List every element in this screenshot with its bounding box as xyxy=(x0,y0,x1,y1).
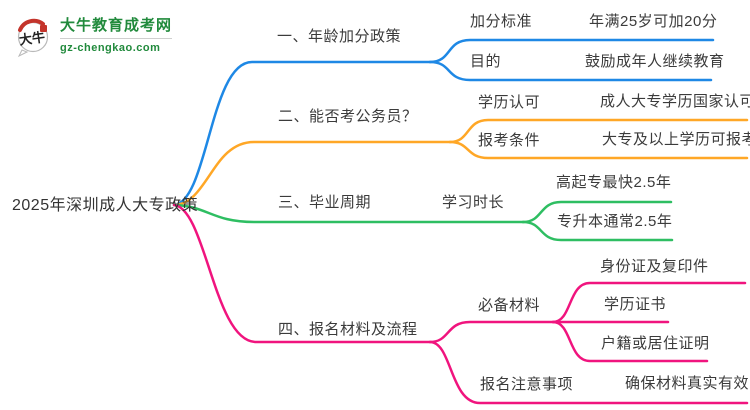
branch1-row2-line xyxy=(428,60,713,82)
branch1-sub1-label: 加分标准 xyxy=(470,13,533,30)
branch3-sub1-leaf1: 高起专最快2.5年 xyxy=(556,174,672,191)
branch3-sub1-label: 学习时长 xyxy=(442,194,505,211)
branch4-sub2-leaf: 确保材料真实有效 xyxy=(625,375,750,392)
branch1-row1-line xyxy=(428,38,715,64)
dainiu-speech-bubble-icon: 大牛 xyxy=(16,16,52,58)
branch4-child1-line xyxy=(428,320,555,344)
branch4-leaf1-line xyxy=(551,281,747,324)
branch2-topic: 二、能否考公务员？ xyxy=(278,108,418,125)
branch1-trunk-line xyxy=(172,60,432,207)
branch2-row1-line xyxy=(448,118,749,144)
branch1-sub1-leaf: 年满25岁可加20分 xyxy=(589,13,718,30)
branch4-child2-line xyxy=(428,340,749,405)
branch2-sub2-leaf: 大专及以上学历可报考 xyxy=(602,131,750,148)
branch3-trunk-line xyxy=(172,203,525,224)
branch2-sub1-leaf: 成人大专学历国家认可 xyxy=(600,93,750,110)
branch1-sub2-leaf: 鼓励成年人继续教育 xyxy=(585,53,725,70)
branch4-sub1-label: 必备材料 xyxy=(478,297,541,314)
branch2-row2-line xyxy=(448,140,749,160)
branch4-sub1-leaf1: 身份证及复印件 xyxy=(600,258,709,275)
branch1-topic: 一、年龄加分政策 xyxy=(277,28,402,45)
branch4-leaf3-line xyxy=(551,320,709,363)
branch2-trunk-line xyxy=(172,140,452,207)
root-node: 2025年深圳成人大专政策 xyxy=(12,197,199,214)
branch4-topic: 四、报名材料及流程 xyxy=(278,321,418,338)
branch3-sub1-leaf2: 专升本通常2.5年 xyxy=(557,213,673,230)
branch3-topic: 三、毕业周期 xyxy=(278,194,372,211)
branch4-sub2-label: 报名注意事项 xyxy=(480,376,574,393)
branch1-sub2-label: 目的 xyxy=(470,53,502,70)
site-logo: 大牛 大牛教育成考网 gz-chengkao.com xyxy=(16,16,173,58)
branch2-sub1-label: 学历认可 xyxy=(478,94,541,111)
logo-title: 大牛教育成考网 xyxy=(60,17,173,34)
branch3-leaf2-line xyxy=(521,220,674,242)
branch4-trunk-line xyxy=(172,203,432,344)
logo-domain: gz-chengkao.com xyxy=(60,38,173,55)
svg-text:大牛: 大牛 xyxy=(18,29,46,47)
branch2-sub2-label: 报考条件 xyxy=(478,132,541,149)
branch4-sub1-leaf3: 户籍或居住证明 xyxy=(601,335,710,352)
branch4-sub1-leaf2: 学历证书 xyxy=(604,296,667,313)
